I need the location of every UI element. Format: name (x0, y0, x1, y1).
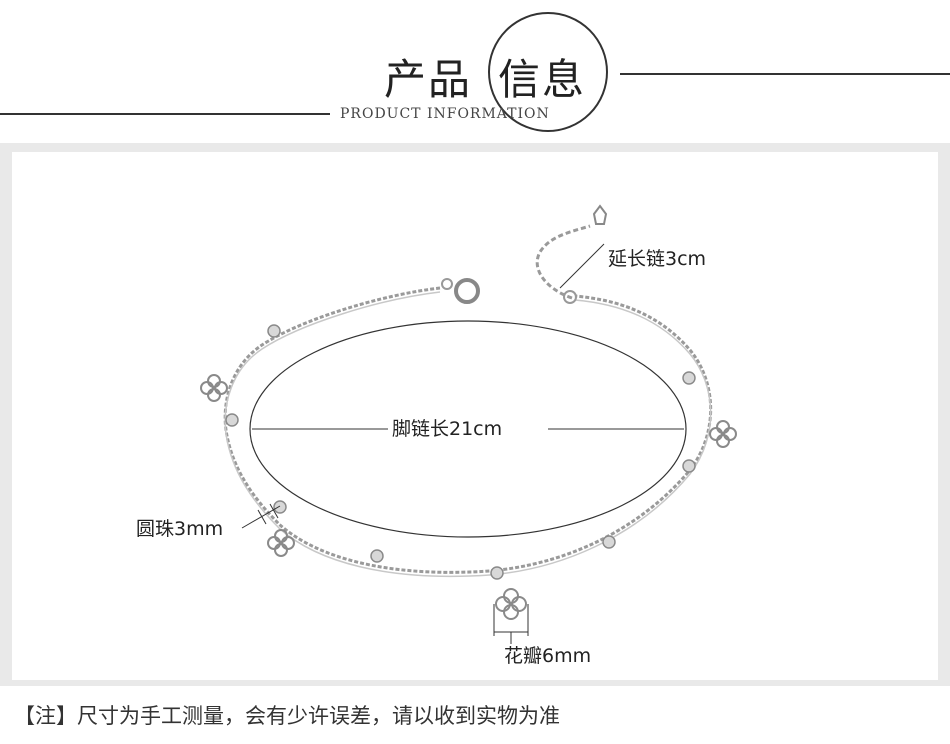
flower-charm (200, 374, 228, 402)
chain (223, 286, 713, 574)
extension-end-ring (563, 290, 577, 304)
flower-charms (200, 374, 737, 620)
header-title-right: 信息 (498, 55, 587, 104)
measurement-note: 【注】尺寸为手工测量，会有少许误差，请以收到实物为准 (14, 704, 560, 728)
flower-charm (495, 588, 527, 620)
bead (602, 535, 616, 549)
header-title-left: 产品 (384, 55, 473, 104)
clasp-ring (454, 278, 480, 304)
header-circle-ornament (488, 12, 608, 132)
extension-chain-label: 延长链3cm (608, 247, 707, 271)
bead (225, 413, 239, 427)
bead-size-label: 圆珠3mm (136, 517, 224, 541)
bead-tick (269, 503, 279, 519)
product-info-header: 产品 信息 PRODUCT INFORMATION (0, 0, 950, 140)
length-ellipse (249, 320, 687, 538)
anklet-length-label: 脚链长21cm (392, 417, 503, 441)
beads (225, 324, 696, 580)
extension-chain (535, 224, 591, 300)
flower-charm (709, 420, 737, 448)
product-image-panel (12, 152, 938, 680)
bead (273, 500, 287, 514)
bead (267, 324, 281, 338)
bead (490, 566, 504, 580)
header-subtitle: PRODUCT INFORMATION (340, 106, 550, 122)
extension-tag-icon (592, 204, 608, 225)
bead-tick (257, 509, 267, 525)
header-divider-left (0, 113, 330, 115)
extension-pointer-line (559, 243, 605, 289)
bead (370, 549, 384, 563)
flower-charm (267, 529, 295, 557)
header-divider-right (620, 73, 950, 75)
chain-highlight (224, 291, 712, 578)
bead (682, 371, 696, 385)
petal-size-label: 花瓣6mm (504, 644, 592, 668)
bead (682, 459, 696, 473)
clasp-link (441, 278, 453, 290)
